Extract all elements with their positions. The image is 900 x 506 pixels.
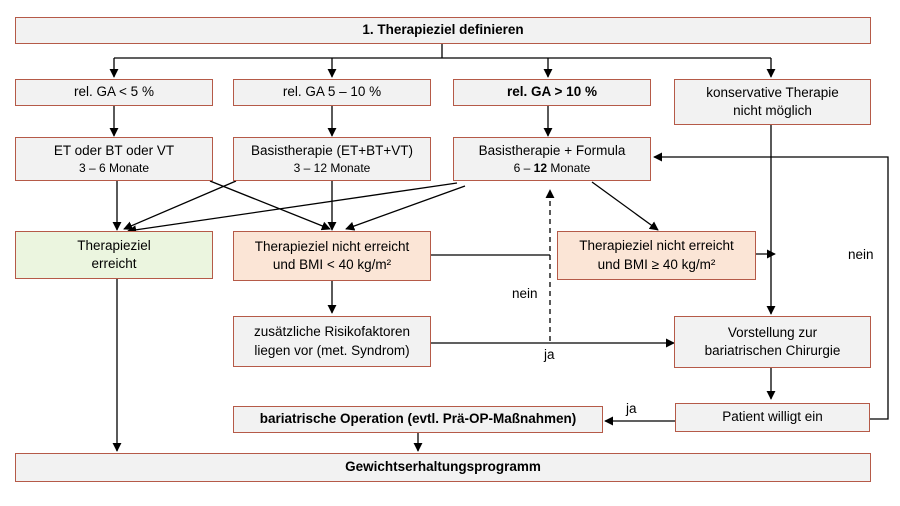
node-formula-range-start: 6 – (513, 161, 534, 176)
node-vorstellung-line2: bariatrischen Chirurgie (704, 343, 841, 358)
node-formula-range-end: 12 (533, 161, 547, 176)
node-not-reached-lt40-line2: und BMI < 40 kg/m² (272, 257, 392, 272)
node-not-reached-lt40-line1: Therapieziel nicht erreicht (254, 238, 410, 254)
node-risk-factors-line2: liegen vor (met. Syndrom) (254, 342, 410, 358)
node-formula-line2: 6 – 12 Monate (514, 160, 591, 176)
node-reached: Therapieziel erreicht (15, 231, 213, 279)
node-formula-line1: Basistherapie + Formula (478, 142, 626, 158)
node-not-reached-lt40: Therapieziel nicht erreicht und BMI < 40… (233, 231, 431, 281)
node-goal-label: 1. Therapieziel definieren (362, 22, 524, 38)
edge-consent-nein-loop (653, 152, 889, 420)
edge-formula-nr40b (591, 181, 659, 231)
label-ja-mid: ja (544, 347, 555, 362)
node-bariatric-op-label: bariatrische Operation (evtl. Prä-OP-Maß… (259, 411, 577, 427)
node-goal: 1. Therapieziel definieren (15, 17, 871, 44)
node-ga-5-10-label: rel. GA 5 – 10 % (282, 84, 382, 100)
node-basis-line2: 3 – 12 Monate (293, 161, 371, 176)
node-basis: Basistherapie (ET+BT+VT) 3 – 12 Monate (233, 137, 431, 181)
label-nein-left: nein (512, 286, 538, 301)
label-ja-bottom: ja (626, 401, 637, 416)
node-ga-lt5-label: rel. GA < 5 % (74, 84, 154, 100)
node-ga-lt5: rel. GA < 5 % (15, 79, 213, 106)
node-not-reached-ge40-line2: und BMI ≥ 40 kg/m² (597, 256, 716, 272)
node-formula: Basistherapie + Formula 6 – 12 Monate (453, 137, 651, 181)
node-risk-factors-line1: zusätzliche Risikofaktoren (253, 324, 411, 340)
node-bariatric-op: bariatrische Operation (evtl. Prä-OP-Maß… (233, 406, 603, 433)
node-cons-line1: konservative Therapie (706, 84, 839, 100)
node-vorstellung-line1: Vorstellung zur (727, 324, 818, 340)
node-maintenance-label: Gewichtserhaltungsprogramm (345, 459, 541, 475)
node-cons-line2: nicht möglich (733, 103, 812, 118)
node-consent: Patient willigt ein (675, 403, 870, 432)
node-cons: konservative Therapie nicht möglich (674, 79, 871, 125)
node-reached-line1: Therapieziel (77, 237, 151, 253)
node-maintenance: Gewichtserhaltungsprogramm (15, 453, 871, 482)
node-reached-line2: erreicht (91, 256, 137, 271)
node-basis-line1: Basistherapie (ET+BT+VT) (250, 142, 414, 158)
edge-et-nr40 (209, 180, 331, 231)
edge-basis-reached (123, 180, 237, 230)
node-consent-label: Patient willigt ein (722, 409, 823, 425)
label-nein-right: nein (848, 247, 874, 262)
node-formula-range-unit: Monate (547, 161, 591, 176)
node-ga-gt10: rel. GA > 10 % (453, 79, 651, 106)
node-et: ET oder BT oder VT 3 – 6 Monate (15, 137, 213, 181)
node-risk-factors: zusätzliche Risikofaktoren liegen vor (m… (233, 316, 431, 367)
edge-formula-nr40 (345, 185, 466, 231)
node-vorstellung: Vorstellung zur bariatrischen Chirurgie (674, 316, 871, 368)
node-ga-5-10: rel. GA 5 – 10 % (233, 79, 431, 106)
node-ga-gt10-label: rel. GA > 10 % (507, 84, 597, 100)
node-not-reached-ge40-line1: Therapieziel nicht erreicht (579, 238, 734, 254)
node-not-reached-ge40: Therapieziel nicht erreicht und BMI ≥ 40… (557, 231, 756, 280)
edge-formula-reached (127, 182, 458, 235)
node-et-line1: ET oder BT oder VT (53, 142, 175, 158)
node-et-line2: 3 – 6 Monate (78, 161, 150, 176)
